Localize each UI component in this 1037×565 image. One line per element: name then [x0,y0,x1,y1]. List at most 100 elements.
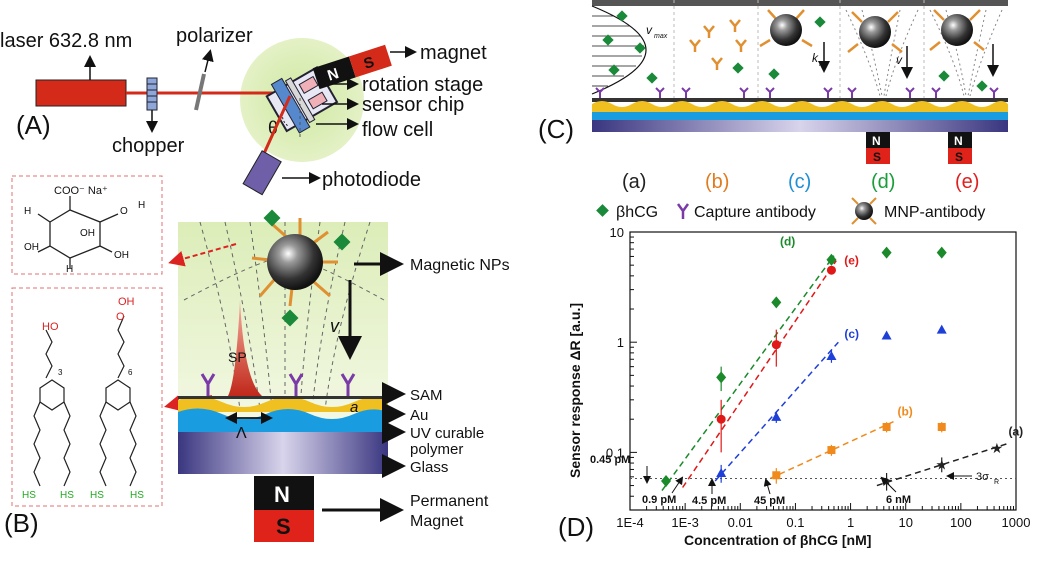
annotation-3-sigma: 3σ [976,471,989,483]
chart-points: ★★★ [661,246,1004,491]
annotation-3-sigma-subscript: R [994,479,999,486]
x-tick-label: 0.1 [786,515,804,530]
panel-a: laser 632.8 nm chopper polarizer θ pho [0,25,487,196]
legend-capture-antibody: Capture antibody [694,204,816,221]
glass-layer [178,432,388,474]
data-point [771,411,782,421]
capture-antibody-legend-icon [676,203,690,219]
panel-a-label: (A) [16,110,51,140]
polarizer [194,73,206,111]
annotation-0-9pm: 0.9 pM [642,494,676,506]
x-tick-label: 0.01 [728,515,753,530]
y-tick-label: 1 [617,335,624,350]
magnet-s-label: S [873,150,881,164]
permanent-magnet-s [254,510,314,542]
oh-label: OH [114,250,129,261]
panel-c: v max k M v N S N S (C) (a)(b)(c) [538,0,1008,193]
magnet-s [348,44,392,78]
magnet-e-s [948,148,972,164]
panel-c-sublabels: (a)(b)(c)(d)(e) [622,171,979,193]
reflected-beam [260,95,292,159]
flow-cell-label: flow cell [362,119,433,141]
panel-b-label: (B) [4,508,39,538]
uv-polymer-label-2: polymer [410,441,463,458]
km-subscript: M [819,61,825,68]
data-point: ★ [935,456,948,472]
fit-line [769,420,894,480]
fit-line [661,255,835,492]
panel-c-surface [592,87,1008,132]
km-label: k [812,51,819,65]
laser-label: laser 632.8 nm [0,30,132,52]
data-point [937,422,946,431]
hs-label: HS [22,490,36,501]
y-axis-label: Sensor response ΔR [a.u.] [567,303,583,478]
hs-label: HS [60,490,74,501]
panel-c-sublabel: (e) [955,171,979,193]
o-label: O [120,206,128,217]
permanent-magnet-n [254,476,314,510]
oh-label: OH [24,242,39,253]
data-point [771,296,782,309]
sam-layer [178,396,388,399]
series-label: (d) [780,235,795,249]
y-tick-label: 0.1 [606,445,624,460]
au-layer [178,396,388,412]
chart-fit-lines [661,255,1008,492]
chopper [146,77,158,111]
series-label: (e) [844,254,859,268]
panel-d-label: (D) [558,512,594,542]
annotation-0-45pm: 0.45 pM [590,454,630,466]
polarizer-label: polarizer [176,25,253,47]
magnet-d-n [866,132,890,148]
data-point [826,265,836,275]
data-point [881,330,892,340]
h-label: H [138,200,145,211]
panel-c-sublabel: (a) [622,171,646,193]
permanent-magnet-label-1: Permanent [410,493,489,510]
data-point: ★ [991,440,1004,456]
annotation-6nm: 6 nM [886,494,911,506]
panel-c-label: (C) [538,114,574,144]
data-point [772,471,781,480]
legend-mnp-antibody: MNP-antibody [884,204,985,221]
data-point [827,446,836,455]
x-tick-label: 1 [847,515,854,530]
polymer-layer [178,408,388,432]
x-tick-label: 100 [950,515,972,530]
ho-label: HO [42,321,59,333]
magnet-s-label: S [276,514,291,539]
data-point [826,350,837,360]
x-tick-label: 10 [898,515,912,530]
series-label: (a) [1008,425,1023,439]
velocity-label-c: v [896,53,903,67]
rotation-stage-label: rotation stage [362,74,483,96]
series-label: (b) [897,405,912,419]
vmax-label: v [646,23,653,37]
magnet-n-label: N [872,134,881,148]
o-label: O [116,311,125,323]
data-point [826,253,837,266]
magnet-s-label: S [362,53,377,72]
data-point [881,246,892,259]
legend: βhCG Capture antibody MNP-antibody [596,197,985,225]
fit-line [876,442,1008,487]
sensor-chip-label: sensor chip [362,94,464,116]
magnet-n [312,56,356,90]
magnet-n-label: N [274,482,290,507]
x-tick-label: 1000 [1002,515,1031,530]
uv-polymer-label-1: UV curable [410,425,484,442]
surface-plasmon-peak [228,300,262,396]
magnet-d-s [866,148,890,164]
magnet-s-label: S [955,150,963,164]
panel-c-sublabel: (b) [705,171,729,193]
data-point [716,467,727,477]
sp-label: SP [228,349,247,365]
x-tick-label: 1E-3 [671,515,698,530]
sugar-structure-box [11,175,163,275]
magnetic-nps-label: Magnetic NPs [410,257,510,274]
oh-label: OH [80,228,95,239]
data-point [716,371,727,384]
vmax-subscript: max [654,33,668,40]
